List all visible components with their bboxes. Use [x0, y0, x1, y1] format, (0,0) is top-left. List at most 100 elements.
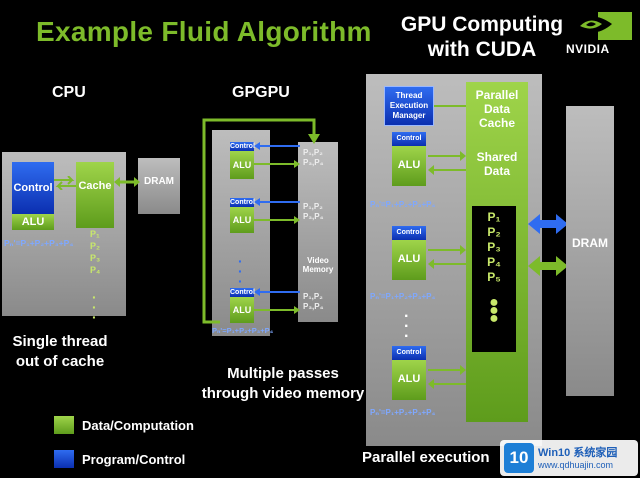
cpu-ellipsis: ··· — [92, 289, 97, 325]
gpgpu-transfer-arrows — [254, 142, 300, 314]
legend-data-swatch — [54, 416, 74, 434]
cuda-cache-arrows — [428, 105, 466, 389]
watermark-line2: www.qdhuajin.com — [538, 460, 614, 470]
cpu-caption: Single thread out of cache — [0, 332, 120, 372]
cuda-control-2-label: Control — [396, 229, 422, 236]
cuda-unit-ellipsis: ··· — [404, 308, 410, 345]
legend-program-swatch — [54, 450, 74, 468]
cpu-caption-line2: out of cache — [15, 353, 105, 370]
cuda-p3: P₃ — [487, 240, 501, 254]
gpgpu-heading: GPGPU — [232, 84, 290, 101]
watermark-line1: Win10 系统家园 — [538, 447, 618, 459]
cuda-dram-label: DRAM — [572, 236, 608, 250]
slide-title: Example Fluid Algorithm — [36, 16, 372, 47]
gpgpu-ellipsis: ··· — [238, 253, 243, 289]
legend-data-label: Data/Computation — [82, 418, 194, 433]
nvidia-eye-icon — [572, 12, 632, 40]
cpu-control-cache-arrow — [54, 176, 76, 190]
gpgpu-p-pair-3: P₁,P₂ P₃,P₄ — [303, 292, 324, 311]
cuda-dram-arrows — [528, 214, 568, 276]
cuda-control-1: Control — [392, 132, 426, 146]
cpu-cache-block: Cache — [76, 162, 114, 228]
gpgpu-p-pair-2: P₁,P₂ P₃,P₄ — [303, 202, 324, 221]
gpu-title-line2: with CUDA — [427, 38, 537, 61]
gpu-title-line1: GPU Computing — [400, 13, 564, 36]
cuda-control-3-label: Control — [396, 349, 422, 356]
thread-manager-line3: Manager — [392, 111, 426, 120]
cpu-control-block: Control — [12, 162, 54, 214]
cuda-p5: P₅ — [487, 270, 501, 284]
cpu-cache-label: Cache — [78, 180, 112, 192]
cpu-caption-line1: Single thread — [12, 333, 108, 350]
gpgpu-formula: Pₙ'=P₁+P₂+P₃+P₄ — [212, 326, 274, 335]
shared-data-column: P₁ P₂ P₃ P₄ P₅ ●●● — [472, 206, 516, 352]
pdc-line3: Cache — [478, 116, 516, 130]
cpu-dram-label: DRAM — [144, 176, 174, 187]
gpgpu-alu-1-label: ALU — [232, 160, 252, 170]
gpgpu-control-1: Control — [230, 142, 255, 151]
cuda-alu-2-label: ALU — [397, 253, 421, 265]
cpu-alu-block: ALU — [12, 214, 54, 230]
pdc-line2: Data — [483, 102, 510, 116]
thread-manager-label: Thread Execution Manager — [385, 91, 433, 121]
gpgpu-loop-arrow — [202, 118, 320, 324]
cpu-alu-label: ALU — [21, 216, 45, 228]
cuda-alu-1-label: ALU — [397, 159, 421, 171]
cuda-alu-1: ALU — [392, 146, 426, 186]
shared-line1: Shared — [476, 150, 518, 164]
cpu-p3: P₃ — [90, 253, 101, 263]
watermark: 10 Win10 系统家园 www.qdhuajin.com — [500, 440, 638, 476]
cpu-p2: P₂ — [90, 241, 101, 251]
gpgpu-alu-3-label: ALU — [232, 305, 252, 315]
video-memory-label: Video Memory — [298, 256, 338, 274]
gpgpu-p-pair-1: P₁,P₂ P₃,P₄ — [303, 148, 324, 167]
gpgpu-caption-line2: through video memory — [201, 385, 365, 402]
cuda-p1: P₁ — [487, 210, 501, 224]
gpgpu-control-2: Control — [230, 198, 255, 207]
cpu-cache-dram-arrow — [114, 177, 140, 187]
cuda-alu-3: ALU — [392, 360, 426, 400]
nvidia-wordmark: NVIDIA — [566, 42, 610, 56]
video-memory-line1: Video — [307, 256, 329, 265]
gpgpu-control-1-label: Control — [230, 143, 255, 150]
cuda-alu-2: ALU — [392, 240, 426, 280]
gpgpu-caption: Multiple passes through video memory — [198, 364, 368, 404]
cpu-p1: P₁ — [90, 229, 100, 239]
thread-manager-line1: Thread — [395, 91, 423, 100]
gpu-computing-title: GPU Computing with CUDA — [392, 12, 572, 62]
gpgpu-alu-3: ALU — [230, 297, 254, 323]
cuda-formula-2: Pₙ'=P₁+P₂+P₃+P₄ — [370, 292, 436, 301]
shared-data-label: Shared Data — [466, 150, 528, 178]
legend-program-label: Program/Control — [82, 452, 186, 467]
thread-manager-line2: Execution — [389, 101, 429, 110]
gpgpu-control-2-label: Control — [230, 199, 255, 206]
cuda-p4: P₄ — [487, 255, 501, 269]
cpu-p4: P₄ — [90, 265, 101, 275]
cuda-p-list: P₁ P₂ P₃ P₄ P₅ — [472, 210, 516, 285]
shared-line2: Data — [483, 164, 510, 178]
cuda-formula-1: Pₙ'=P₁+P₂+P₃+P₄ — [370, 200, 436, 209]
video-memory-line2: Memory — [302, 265, 334, 274]
watermark-badge: 10 — [504, 443, 534, 473]
thread-execution-manager: Thread Execution Manager — [384, 86, 434, 126]
cpu-control-label: Control — [13, 182, 53, 194]
cpu-dram-block: DRAM — [138, 158, 180, 214]
cuda-control-1-label: Control — [396, 135, 422, 142]
cuda-dram-block: DRAM — [566, 106, 614, 396]
pdc-label: Parallel Data Cache — [466, 88, 528, 130]
cpu-p-list: P₁ P₂ P₃ P₄ — [90, 228, 100, 276]
cuda-control-2: Control — [392, 226, 426, 240]
gpgpu-control-3-label: Control — [230, 289, 255, 296]
gpgpu-alu-2-label: ALU — [232, 215, 252, 225]
pdc-line1: Parallel — [475, 88, 519, 102]
gpgpu-alu-2: ALU — [230, 207, 254, 233]
cpu-formula: Pₙ'=P₁+P₂+P₃+P₄ — [4, 238, 74, 248]
cpu-heading: CPU — [52, 84, 86, 101]
cuda-control-3: Control — [392, 346, 426, 360]
gpgpu-caption-line1: Multiple passes — [227, 365, 339, 382]
cuda-alu-3-label: ALU — [397, 373, 421, 385]
cuda-p2: P₂ — [487, 225, 501, 239]
cuda-caption: Parallel execution — [362, 449, 490, 466]
gpgpu-control-3: Control — [230, 288, 255, 297]
gpgpu-alu-1: ALU — [230, 151, 254, 179]
